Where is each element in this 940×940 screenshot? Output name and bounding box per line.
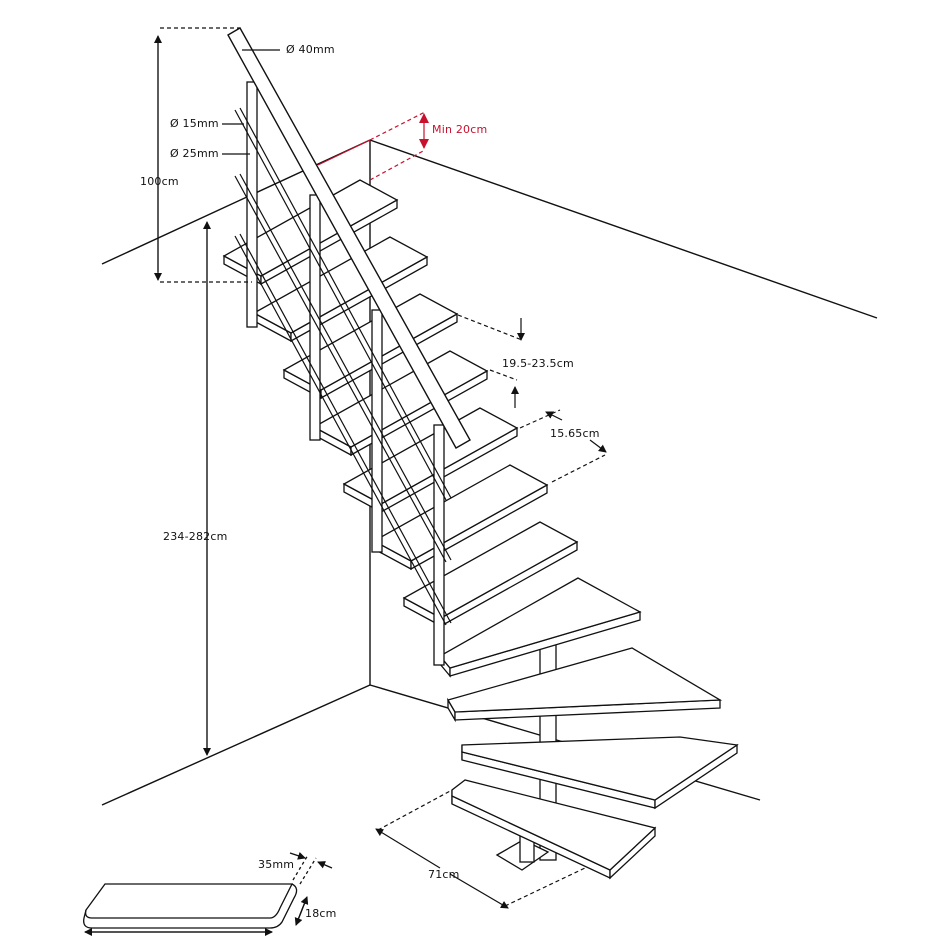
- post: [371, 309, 383, 553]
- baluster-diameter-label: Ø 15mm: [170, 117, 219, 130]
- post: [433, 424, 445, 666]
- going-label: 15.65cm: [550, 427, 600, 440]
- handrail-height-label: 100cm: [140, 175, 179, 188]
- posts: [246, 81, 445, 666]
- tread-thickness-label: 35mm: [258, 858, 295, 871]
- min-clearance-marker: [317, 111, 429, 181]
- straight-tread: [312, 350, 489, 448]
- tread-depth-label: 18cm: [305, 907, 337, 920]
- tread-width-label: 71cm: [428, 868, 460, 881]
- dimension-lines: [154, 27, 607, 909]
- left-floor-edge: [101, 684, 371, 806]
- tread-detail: [83, 851, 333, 936]
- baluster-rod: [234, 173, 452, 563]
- handrail-diameter-label: Ø 40mm: [286, 43, 335, 56]
- floor-height-label: 234-282cm: [163, 530, 228, 543]
- winder-tread: [447, 647, 723, 713]
- post-diameter-label: Ø 25mm: [170, 147, 219, 160]
- straight-tread: [282, 293, 459, 391]
- handrail: [227, 27, 471, 449]
- post: [246, 81, 258, 328]
- winder-tread: [451, 779, 657, 871]
- left-wall-top-edge: [101, 139, 371, 265]
- baluster-rod: [234, 107, 452, 501]
- min-clearance-label: Min 20cm: [432, 123, 488, 136]
- straight-tread: [252, 236, 429, 334]
- right-wall-top-edge: [369, 139, 878, 319]
- width-71-arrow: [375, 828, 441, 869]
- winder-tread: [439, 577, 642, 669]
- balusters: [234, 107, 452, 626]
- winder-tread: [461, 736, 739, 801]
- riser-height-label: 19.5-23.5cm: [502, 357, 574, 370]
- baluster-rod: [234, 233, 452, 626]
- post: [309, 194, 321, 441]
